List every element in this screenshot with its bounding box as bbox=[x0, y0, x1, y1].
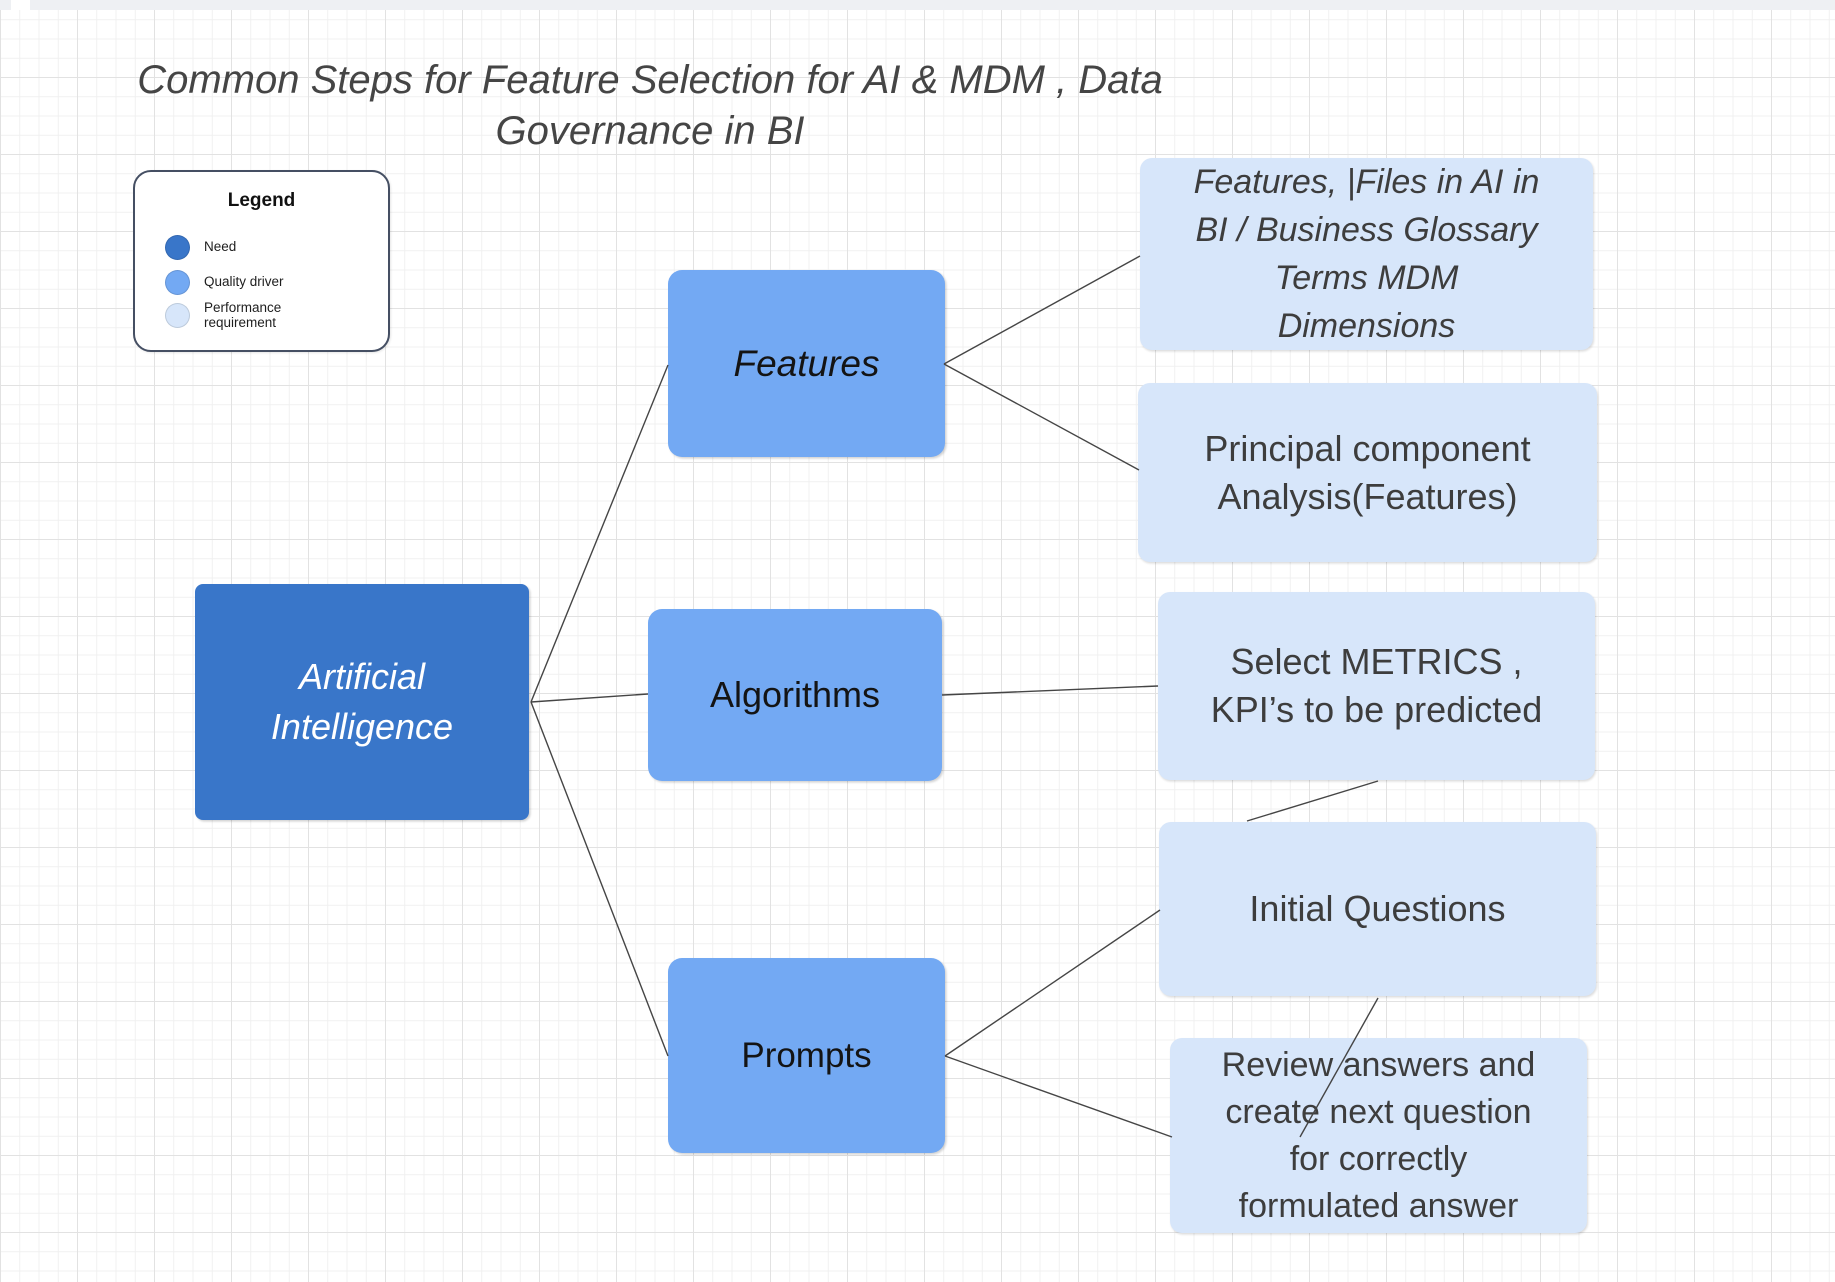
node-label: Features, |Files in AI in BI / Business … bbox=[1193, 163, 1540, 345]
node-features[interactable]: Features bbox=[668, 270, 945, 457]
node-prompts[interactable]: Prompts bbox=[668, 958, 945, 1153]
node-select-metrics[interactable]: Select METRICS , KPI’s to be predicted bbox=[1158, 592, 1595, 780]
node-label: Algorithms bbox=[709, 674, 881, 715]
need-color-swatch bbox=[165, 234, 190, 260]
top-chrome-notch bbox=[11, 0, 30, 10]
node-principal-component-analysis[interactable]: Principal component Analysis(Features) bbox=[1138, 383, 1597, 562]
node-algorithms[interactable]: Algorithms bbox=[648, 609, 942, 781]
legend-item-quality-driver: Quality driver bbox=[165, 269, 284, 295]
legend-box[interactable]: Legend Need Quality driver Performance r… bbox=[133, 170, 390, 352]
node-artificial-intelligence[interactable]: Artificial Intelligence bbox=[195, 584, 529, 820]
node-label: Initial Questions bbox=[1249, 888, 1506, 929]
connector-metrics-initial-questions bbox=[1246, 780, 1379, 822]
node-label: Features bbox=[733, 342, 880, 384]
node-label: Select METRICS , KPI’s to be predicted bbox=[1210, 641, 1543, 730]
connector-algorithms-metrics bbox=[941, 685, 1159, 696]
legend-item-label: Need bbox=[204, 239, 237, 255]
connector-root-algorithms bbox=[530, 693, 649, 703]
legend-title: Legend bbox=[227, 190, 296, 211]
connector-prompts-review-answers bbox=[944, 1055, 1173, 1138]
connector-prompts-initial-questions bbox=[944, 909, 1161, 1057]
legend-item-need: Need bbox=[165, 234, 236, 260]
node-review-answers[interactable]: Review answers and create next question … bbox=[1170, 1038, 1587, 1233]
connector-features-pca bbox=[943, 363, 1140, 471]
top-chrome-strip bbox=[0, 0, 1835, 10]
page-title[interactable]: Common Steps for Feature Selection for A… bbox=[137, 58, 1163, 153]
node-label: Artificial Intelligence bbox=[270, 656, 454, 747]
legend-item-label: Performance requirement bbox=[204, 299, 282, 331]
node-initial-questions[interactable]: Initial Questions bbox=[1159, 822, 1596, 996]
node-label: Review answers and create next question … bbox=[1221, 1045, 1536, 1225]
legend-item-performance-requirement: Performance requirement bbox=[165, 299, 282, 331]
connector-features-glossary bbox=[943, 255, 1141, 365]
legend-item-label: Quality driver bbox=[204, 274, 284, 290]
node-label: Principal component Analysis(Features) bbox=[1204, 427, 1531, 517]
node-label: Prompts bbox=[741, 1035, 872, 1075]
performance-requirement-color-swatch bbox=[165, 302, 190, 328]
node-features-glossary[interactable]: Features, |Files in AI in BI / Business … bbox=[1140, 158, 1593, 350]
quality-driver-color-swatch bbox=[165, 269, 190, 295]
